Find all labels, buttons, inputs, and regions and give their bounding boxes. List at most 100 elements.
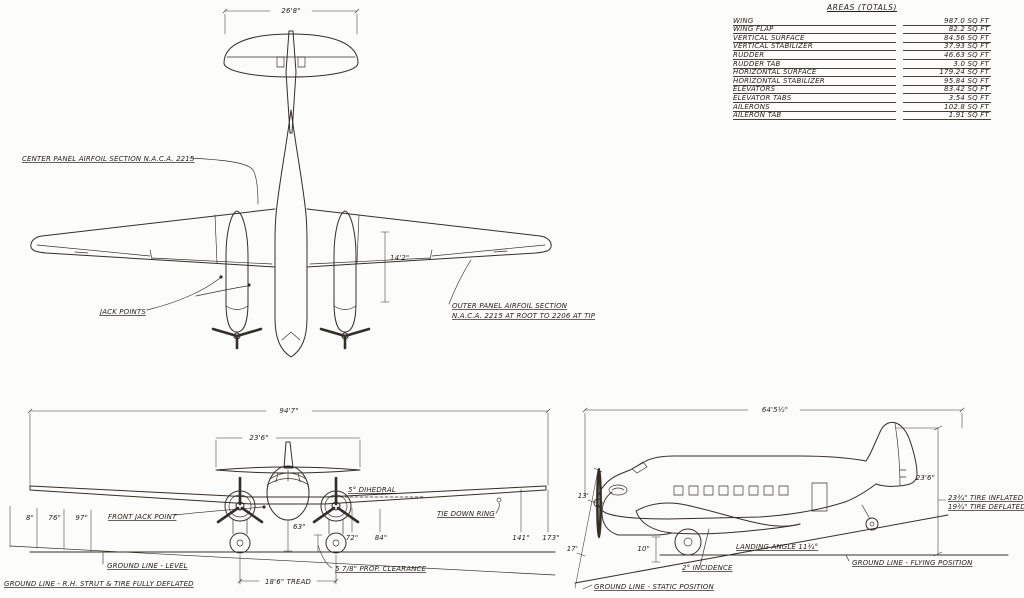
fuselage-height-dimension bbox=[283, 519, 293, 552]
area-label: ELEVATORS bbox=[733, 85, 896, 95]
side-view: 64'5½" bbox=[567, 406, 1024, 591]
main-wheel-hub bbox=[683, 537, 693, 547]
fuselage-plan-outline bbox=[274, 109, 308, 358]
incidence-leader bbox=[699, 528, 710, 567]
front-jack-point-label: FRONT JACK POINT bbox=[108, 513, 177, 521]
left-wheel-hub bbox=[236, 539, 244, 547]
cabin-window bbox=[703, 485, 714, 496]
landing-angle-label: LANDING ANGLE 11¾° bbox=[736, 543, 818, 551]
right-propeller-blades bbox=[319, 327, 371, 350]
area-value: 987.0 SQ FT bbox=[903, 17, 991, 26]
tie-down-leader bbox=[495, 502, 500, 514]
right-wheel bbox=[325, 532, 347, 554]
cabin-door bbox=[811, 482, 828, 512]
tread-dimension-lines bbox=[237, 554, 339, 585]
right-wheel-hub bbox=[332, 539, 340, 547]
area-label: HORIZONTAL STABILIZER bbox=[733, 77, 896, 86]
area-value: 102.8 SQ FT bbox=[903, 103, 991, 112]
stabilizer-front-outline bbox=[215, 466, 361, 474]
center-airfoil-leader bbox=[189, 157, 259, 205]
front-jack-leader bbox=[174, 506, 263, 516]
right-nacelle-outline bbox=[333, 210, 357, 333]
cabin-window bbox=[688, 485, 699, 496]
tread-label: 18'6" TREAD bbox=[265, 578, 312, 586]
ground-static-leader bbox=[582, 584, 593, 590]
span-dimension-ticks bbox=[27, 408, 551, 414]
ground-line-static bbox=[574, 514, 949, 584]
area-label: AILERON TAB bbox=[733, 111, 896, 121]
tail-wheel bbox=[865, 517, 879, 531]
tire-inflated-label: 23¾" TIRE INFLATED bbox=[948, 494, 1024, 502]
front-jack-marker bbox=[262, 505, 266, 509]
wing-airfoil-lower bbox=[635, 510, 801, 535]
right-propeller-front bbox=[312, 476, 360, 524]
length-dimension-lines bbox=[584, 409, 963, 497]
area-label: RUDDER TAB bbox=[733, 60, 896, 69]
clearance-label: 10" bbox=[637, 545, 650, 553]
top-view: 26'8" CENTER P bbox=[22, 7, 596, 358]
outer-airfoil-label-2: N.A.C.A. 2215 AT ROOT TO 2206 AT TIP bbox=[452, 312, 596, 320]
station-dimension-lines-inner bbox=[351, 507, 381, 533]
left-propeller-front bbox=[216, 476, 264, 524]
ground-level-label: GROUND LINE - LEVEL bbox=[107, 562, 188, 570]
nose-height-label: 13' bbox=[578, 492, 589, 500]
areas-row: AILERONS 102.8 SQ FT bbox=[733, 103, 991, 112]
tie-down-ring-label: TIE DOWN RING bbox=[437, 510, 495, 518]
ground-flying-leader bbox=[845, 554, 850, 562]
tick-label-97: 97" bbox=[75, 514, 88, 522]
tailwheel-strut bbox=[861, 504, 871, 520]
tail-wheel-hub bbox=[869, 521, 875, 527]
nose-emblem bbox=[608, 484, 628, 496]
length-dimension-label: 64'5½" bbox=[762, 406, 788, 414]
left-tick-lines bbox=[9, 505, 92, 552]
stab-span-dimension-lines bbox=[215, 437, 361, 468]
areas-table-title: AREAS (TOTALS) bbox=[826, 3, 898, 12]
area-value: 46.63 SQ FT bbox=[903, 51, 991, 60]
right-cowl-line bbox=[333, 305, 357, 310]
right-aileron-flap-lines bbox=[309, 244, 546, 265]
fuselage-bottom-profile bbox=[596, 483, 877, 520]
fuselage-top-profile bbox=[596, 455, 867, 501]
station-label-84: 84" bbox=[375, 534, 388, 542]
nose-emblem-script bbox=[611, 487, 625, 491]
cabin-window bbox=[748, 485, 759, 496]
tie-down-ring bbox=[496, 497, 502, 503]
cabin-window bbox=[763, 485, 774, 496]
left-aileron-flap-lines bbox=[36, 244, 273, 265]
areas-row: VERTICAL SURFACE 84.56 SQ FT bbox=[733, 34, 991, 43]
cabin-window bbox=[718, 485, 729, 496]
height-dimension-lines bbox=[895, 425, 947, 557]
stabilizer-plan-outline bbox=[223, 33, 359, 78]
area-label: AILERONS bbox=[733, 103, 896, 112]
fin-rudder-profile bbox=[865, 421, 918, 487]
ground-static-label: GROUND LINE - STATIC POSITION bbox=[594, 583, 714, 591]
ground-line-deflated bbox=[9, 545, 556, 576]
cockpit-window bbox=[631, 461, 648, 474]
span-dimension-lines bbox=[29, 410, 549, 488]
right-wing-outline bbox=[306, 208, 552, 268]
cabin-window bbox=[778, 485, 789, 496]
center-airfoil-label: CENTER PANEL AIRFOIL SECTION N.A.C.A. 22… bbox=[22, 155, 195, 163]
wing-airfoil-upper bbox=[635, 502, 801, 527]
area-value: 84.56 SQ FT bbox=[903, 34, 991, 43]
outer-airfoil-label-1: OUTER PANEL AIRFOIL SECTION bbox=[452, 302, 568, 310]
area-label: WING bbox=[733, 17, 896, 26]
area-value: 95.84 SQ FT bbox=[903, 77, 991, 86]
spinner-side bbox=[593, 498, 603, 508]
area-label: VERTICAL SURFACE bbox=[733, 34, 896, 43]
rudder-hinge-and-tab bbox=[894, 422, 907, 486]
area-value: 179.24 SQ FT bbox=[903, 68, 991, 78]
wing-panel-break-lines bbox=[214, 214, 360, 264]
incidence-label: 2° INCIDENCE bbox=[682, 564, 733, 572]
tail-span-dimension-ticks bbox=[222, 8, 360, 14]
stab-dimension-label: 14'2" bbox=[390, 254, 409, 262]
tail-span-dimension-lines bbox=[224, 10, 358, 35]
jack-points-label: JACK POINTS bbox=[98, 308, 146, 316]
